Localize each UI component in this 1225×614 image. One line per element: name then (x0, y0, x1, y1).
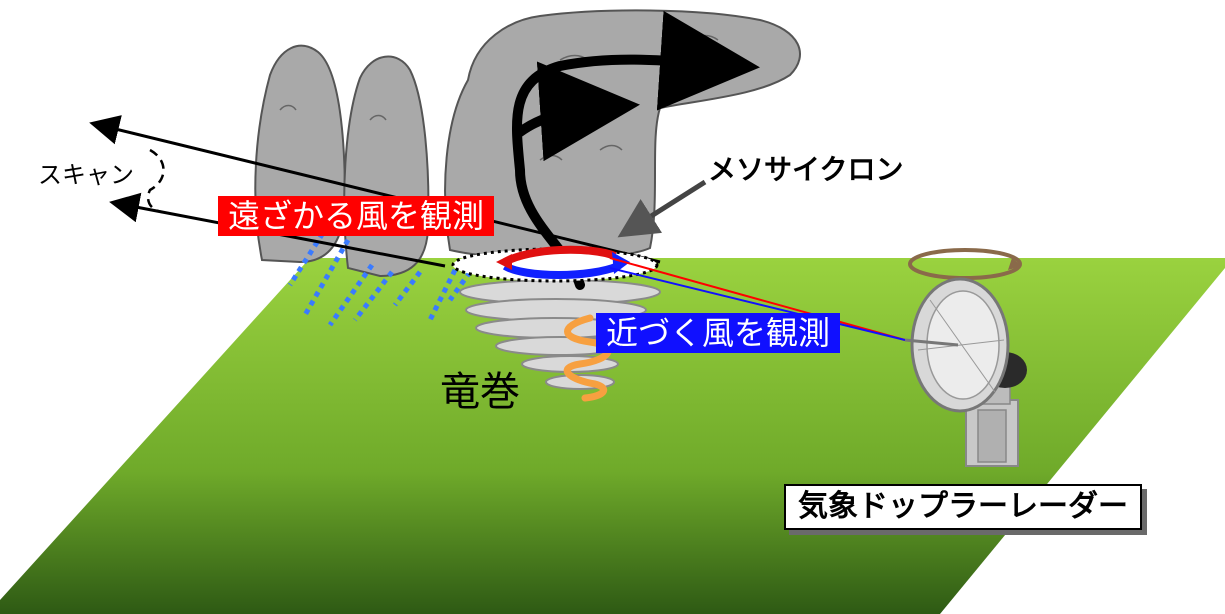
rotation-blue-icon (502, 262, 620, 279)
mesocyclone-label: メソサイクロン (708, 153, 904, 186)
beam-red (609, 257, 906, 341)
approaching-wind-label: 近づく風を観測 (596, 313, 841, 353)
radar-dish-icon (904, 248, 1027, 467)
scan-angle-arc (146, 148, 165, 214)
rotation-arrowhead-left (496, 254, 512, 270)
rotation-red-icon (503, 245, 617, 266)
tornado-swirl (563, 314, 612, 402)
receding-wind-label: 遠ざかる風を観測 (218, 196, 495, 236)
mesocyclone-pointer (617, 179, 707, 238)
scan-label: スキャン (38, 161, 134, 189)
tornado-label: 竜巻 (440, 369, 520, 415)
rotation-arrowhead (612, 252, 630, 274)
radar-label: 気象ドップラーレーダー (784, 484, 1142, 530)
thundercloud (254, 9, 801, 278)
beam-blue (609, 267, 906, 341)
